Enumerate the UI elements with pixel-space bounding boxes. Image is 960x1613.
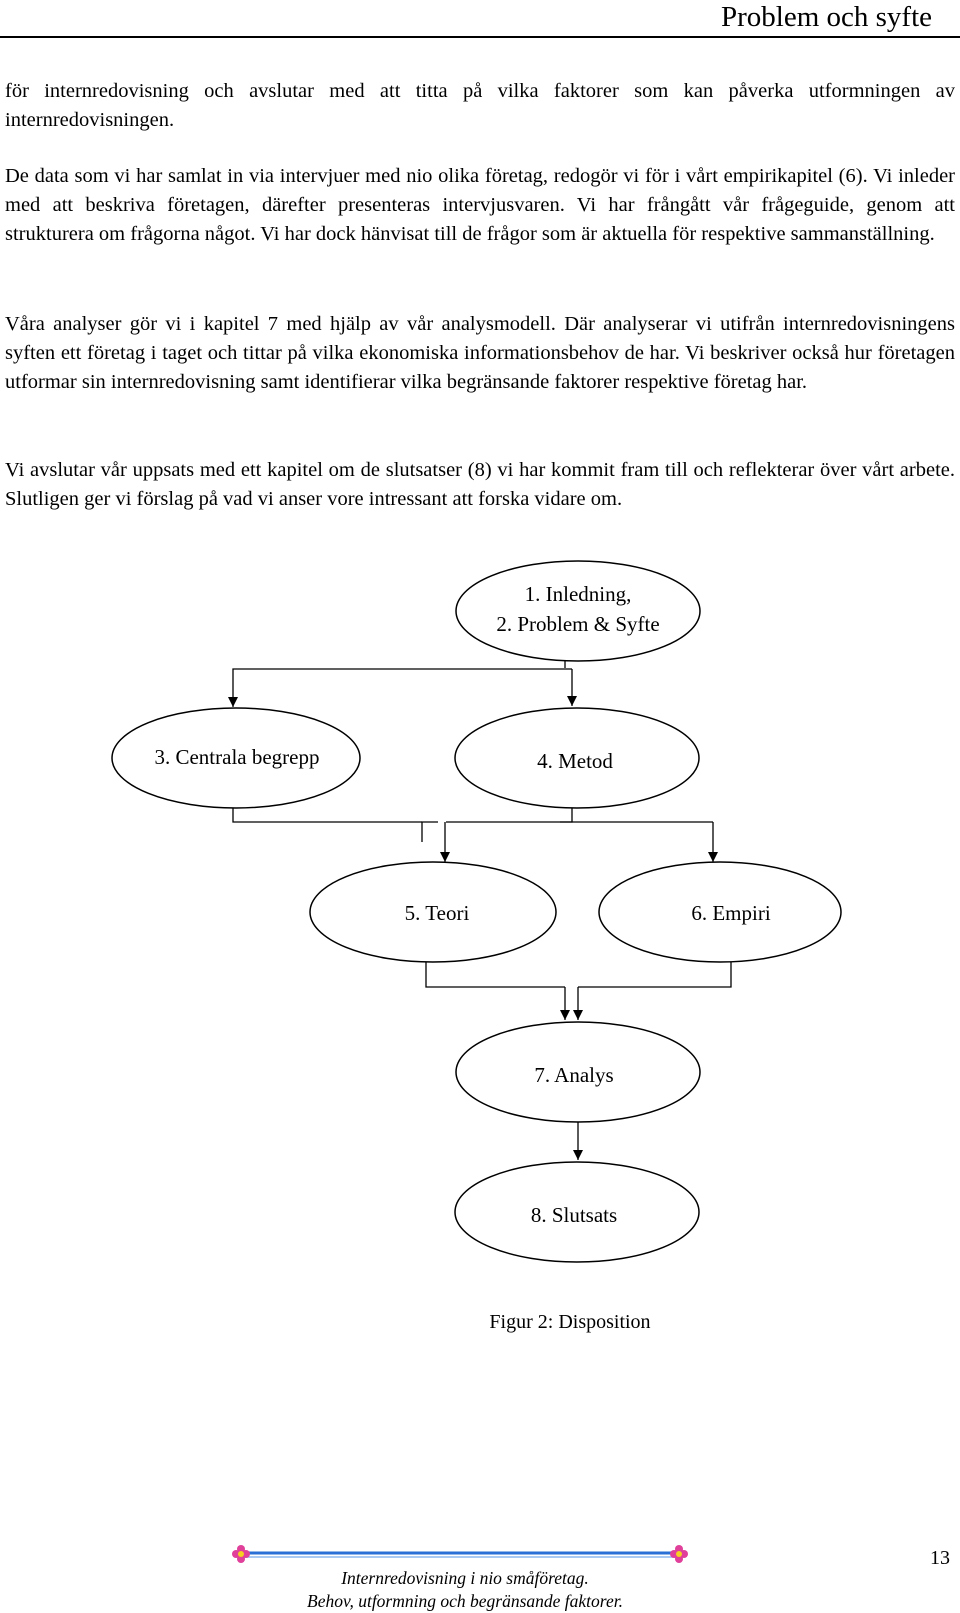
- connector-node4-out: [446, 808, 573, 823]
- footer-title-line-2: Behov, utformning och begränsande faktor…: [307, 1591, 623, 1611]
- node-metod: [454, 707, 700, 809]
- footer-title-line-1: Internredovisning i nio småföretag.: [341, 1568, 589, 1588]
- footer-right-flower-icon: [670, 1545, 688, 1563]
- header-rule: [0, 36, 960, 38]
- footer-decorative-rule: [232, 1545, 688, 1563]
- paragraph-4: Vi avslutar vår uppsats med ett kapitel …: [5, 459, 955, 510]
- node-label-centrala-begrepp: 3. Centrala begrepp: [154, 745, 319, 769]
- figure-caption: Figur 2: Disposition: [489, 1311, 651, 1333]
- node-centrala-begrepp: [111, 707, 361, 809]
- node-label-teori: 5. Teori: [405, 901, 470, 925]
- paragraph-3: Våra analyser gör vi i kapitel 7 med hjä…: [5, 313, 955, 393]
- node-label-slutsats: 8. Slutsats: [531, 1203, 617, 1227]
- node-label-problem-syfte: 2. Problem & Syfte: [496, 612, 659, 636]
- paragraph-1: för internredovisning och avslutar med a…: [5, 80, 955, 131]
- node-slutsats: [454, 1161, 700, 1263]
- connector-branch-left: [421, 821, 438, 842]
- node-analys: [455, 1021, 701, 1123]
- connector-to-node3: [232, 668, 572, 689]
- node-teori: [309, 861, 557, 963]
- connector-node5-out: [425, 962, 565, 988]
- node-label-empiri: 6. Empiri: [691, 901, 770, 925]
- diagram-connectors: [228, 660, 732, 1160]
- disposition-diagram: 1. Inledning, 2. Problem & Syfte 3. Cent…: [111, 560, 842, 1263]
- paragraph-2: De data som vi har samlat in via intervj…: [5, 165, 955, 245]
- connector-node6-out: [578, 962, 732, 988]
- node-label-analys: 7. Analys: [534, 1063, 613, 1087]
- page-number: 13: [930, 1547, 950, 1569]
- node-label-inledning: 1. Inledning,: [525, 582, 632, 606]
- page-header-title: Problem och syfte: [720, 1, 932, 33]
- node-inledning-problem: [455, 560, 701, 662]
- footer-left-flower-icon: [232, 1545, 250, 1563]
- node-label-metod: 4. Metod: [537, 749, 613, 773]
- node-empiri: [598, 861, 842, 963]
